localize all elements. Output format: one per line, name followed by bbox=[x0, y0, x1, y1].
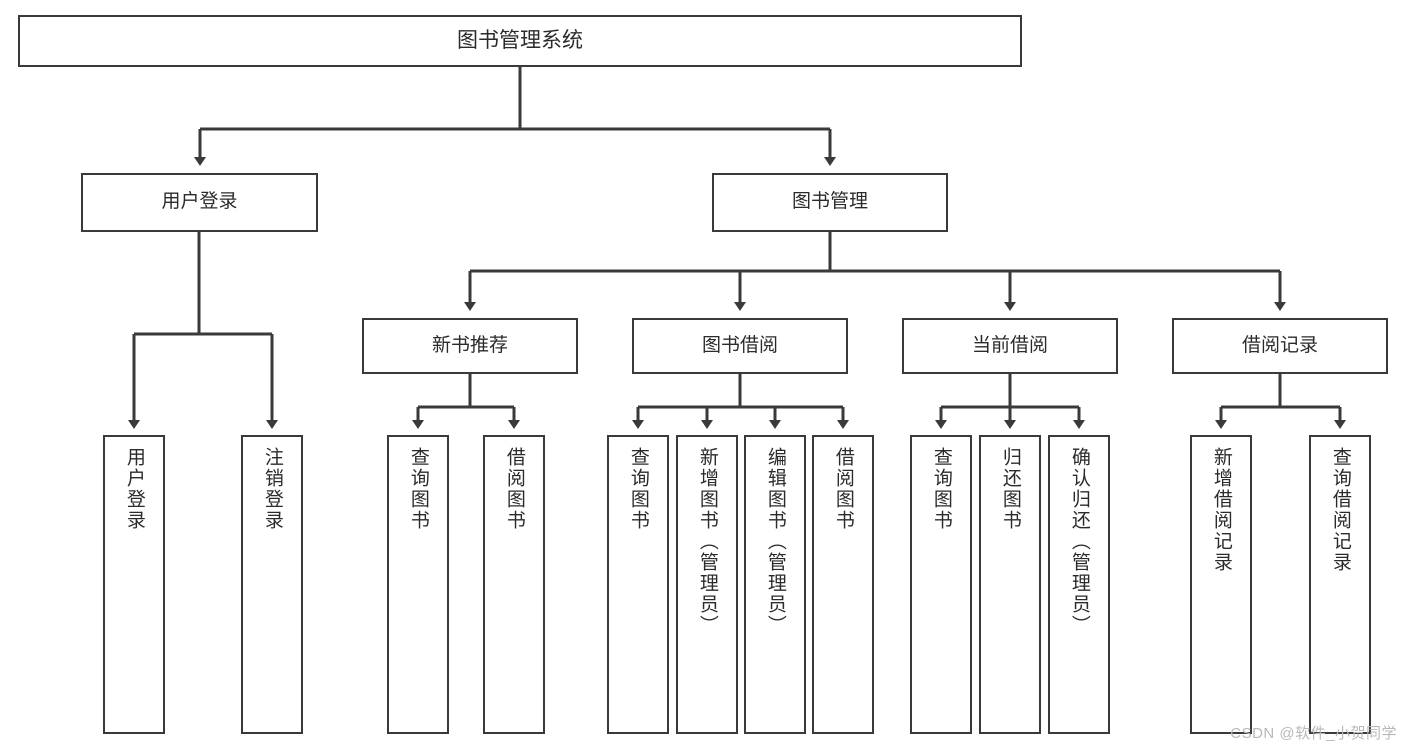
node-label: 新增借阅记录 bbox=[1210, 447, 1232, 573]
node-label: 借阅图书 bbox=[832, 447, 854, 531]
node-label: 查询图书 bbox=[407, 447, 429, 531]
node-label: 编辑图书（管理员） bbox=[764, 447, 786, 636]
node-user-login[interactable]: 用户登录 bbox=[81, 173, 318, 232]
leaf-borrow-record-query[interactable]: 查询借阅记录 bbox=[1309, 435, 1371, 734]
node-label: 用户登录 bbox=[161, 191, 238, 213]
node-label: 确认归还（管理员） bbox=[1068, 447, 1090, 636]
leaf-user-login-logout[interactable]: 注销登录 bbox=[241, 435, 303, 734]
node-label: 新增图书（管理员） bbox=[696, 447, 718, 636]
node-label: 借阅图书 bbox=[503, 447, 525, 531]
leaf-borrow-record-add[interactable]: 新增借阅记录 bbox=[1190, 435, 1252, 734]
leaf-current-borrow-confirm-return[interactable]: 确认归还（管理员） bbox=[1048, 435, 1110, 734]
node-label: 图书借阅 bbox=[701, 334, 778, 356]
node-label: 新书推荐 bbox=[431, 334, 508, 356]
leaf-current-borrow-query[interactable]: 查询图书 bbox=[910, 435, 972, 734]
leaf-book-borrow-add[interactable]: 新增图书（管理员） bbox=[676, 435, 738, 734]
node-book-borrow[interactable]: 图书借阅 bbox=[632, 318, 848, 374]
node-label: 图书管理 bbox=[791, 191, 868, 213]
node-label: 查询图书 bbox=[930, 447, 952, 531]
node-current-borrow[interactable]: 当前借阅 bbox=[902, 318, 1118, 374]
leaf-new-book-query[interactable]: 查询图书 bbox=[387, 435, 449, 734]
node-label: 图书管理系统 bbox=[457, 28, 583, 52]
node-book-management[interactable]: 图书管理 bbox=[712, 173, 948, 232]
watermark: CSDN @软件_小贺同学 bbox=[1230, 725, 1397, 742]
node-borrow-record[interactable]: 借阅记录 bbox=[1172, 318, 1388, 374]
leaf-user-login-login[interactable]: 用户登录 bbox=[103, 435, 165, 734]
node-label: 注销登录 bbox=[261, 447, 283, 531]
node-root-system[interactable]: 图书管理系统 bbox=[18, 15, 1022, 67]
leaf-book-borrow-query[interactable]: 查询图书 bbox=[607, 435, 669, 734]
node-label: 归还图书 bbox=[999, 447, 1021, 531]
leaf-new-book-borrow[interactable]: 借阅图书 bbox=[483, 435, 545, 734]
node-new-book-recommend[interactable]: 新书推荐 bbox=[362, 318, 578, 374]
leaf-book-borrow-borrow[interactable]: 借阅图书 bbox=[812, 435, 874, 734]
node-label: 查询图书 bbox=[627, 447, 649, 531]
node-label: 用户登录 bbox=[123, 447, 145, 531]
node-label: 借阅记录 bbox=[1241, 334, 1318, 356]
node-label: 查询借阅记录 bbox=[1329, 447, 1351, 573]
leaf-current-borrow-return[interactable]: 归还图书 bbox=[979, 435, 1041, 734]
node-label: 当前借阅 bbox=[971, 334, 1048, 356]
leaf-book-borrow-edit[interactable]: 编辑图书（管理员） bbox=[744, 435, 806, 734]
